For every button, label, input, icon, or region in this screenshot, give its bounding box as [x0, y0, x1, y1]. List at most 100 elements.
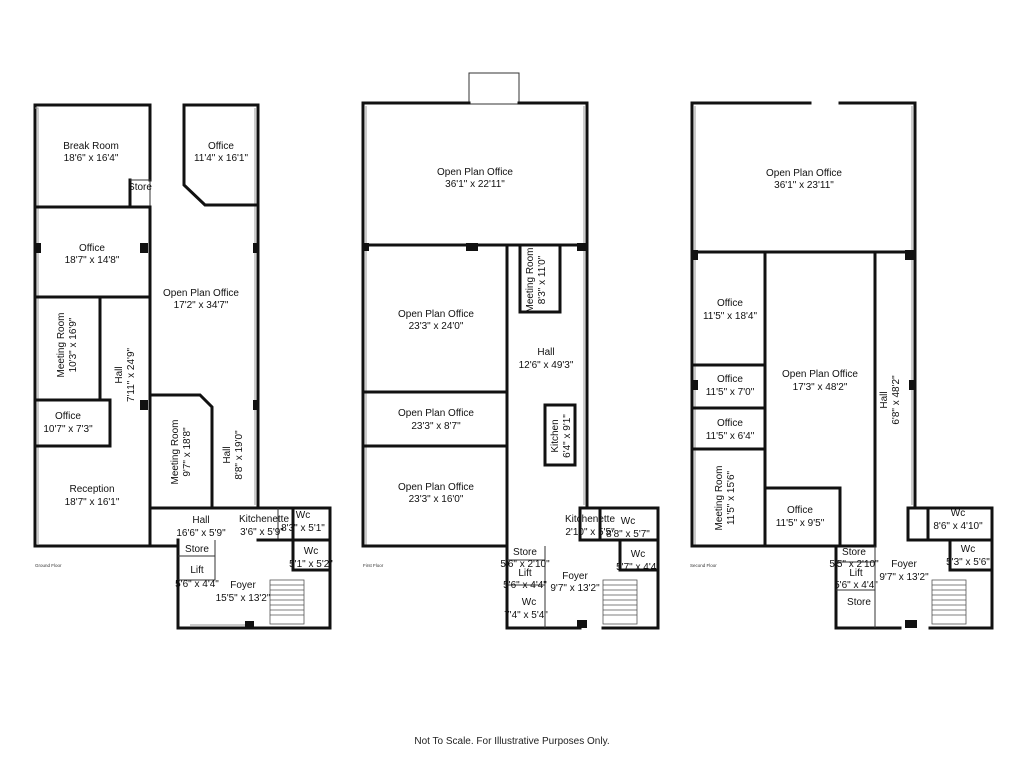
ff-column	[577, 620, 587, 628]
ff-room-name: Kitchen	[550, 419, 561, 452]
gf-wall	[291, 538, 332, 572]
gf-room-name: Meeting Room	[56, 312, 67, 377]
ff-room-name: Open Plan Office	[437, 167, 513, 178]
ff-wall	[518, 243, 562, 314]
ff-wall	[578, 506, 660, 630]
gf-room-name: Hall	[114, 366, 125, 383]
disclaimer-footer: Not To Scale. For Illustrative Purposes …	[414, 736, 610, 747]
sf-room-dims: 5'5" x 2'10"	[829, 559, 879, 570]
sf-room-dims: 5'6" x 4'4"	[834, 580, 878, 591]
ff-room-dims: 5'6" x 2'10"	[500, 559, 550, 570]
gf-room-name: Store	[185, 544, 209, 555]
gf-room-name: Hall	[222, 446, 233, 463]
first-floor-label: First Floor	[363, 563, 384, 568]
ff-column	[466, 243, 478, 251]
sf-column	[692, 380, 698, 390]
gf-column	[253, 400, 258, 410]
sf-wall	[906, 506, 994, 630]
gf-column	[245, 621, 254, 628]
gf-stairs	[269, 579, 305, 625]
ff-room-name: Kitchenette	[565, 514, 615, 525]
second-floor-plan: Open Plan Office 36'1" x 23'11" Office 1…	[690, 101, 994, 630]
ff-wall	[543, 403, 577, 467]
gf-room-name: Store	[128, 182, 152, 193]
gf-room-name: Foyer	[230, 580, 256, 591]
sf-column	[905, 620, 917, 628]
sf-room-name: Foyer	[891, 559, 917, 570]
ff-room-dims: 23'3" x 24'0"	[409, 321, 464, 332]
gf-room-dims: 5'6" x 4'4"	[175, 579, 219, 590]
ff-room-dims: 12'6" x 49'3"	[519, 360, 574, 371]
gf-room-dims: 8'8" x 19'0"	[234, 430, 245, 480]
gf-room-name: Office	[208, 141, 234, 152]
sf-room-dims: 36'1" x 23'11"	[774, 180, 834, 191]
ff-wall	[505, 544, 582, 630]
ff-room-name: Open Plan Office	[398, 482, 474, 493]
ground-floor-plan: Break Room 18'6" x 16'4" Office 11'4" x …	[33, 103, 333, 630]
sf-room-dims: 5'3" x 5'6"	[946, 557, 990, 568]
ff-room-name: Hall	[537, 347, 554, 358]
ff-room-name: Meeting Room	[525, 247, 536, 312]
gf-room-dims: 16'6" x 5'9"	[176, 528, 226, 539]
sf-wall	[834, 544, 902, 630]
gf-room-dims: 17'2" x 34'7"	[174, 300, 229, 311]
gf-room-name: Office	[55, 411, 81, 422]
sf-room-name: Store	[842, 547, 866, 558]
ff-column	[363, 243, 369, 251]
sf-column	[692, 250, 698, 260]
gf-room-name: Wc	[304, 546, 318, 557]
sf-room-dims: 11'5" x 15'6"	[726, 471, 737, 526]
ff-room-dims: 9'7" x 13'2"	[550, 583, 600, 594]
gf-room-name: Reception	[69, 484, 114, 495]
sf-room-name: Open Plan Office	[766, 168, 842, 179]
gf-wall	[130, 179, 151, 207]
ff-room-name: Open Plan Office	[398, 309, 474, 320]
sf-wall	[948, 538, 994, 572]
gf-wall	[33, 398, 112, 448]
gf-room-name: Wc	[296, 510, 310, 521]
sf-wall	[763, 486, 842, 548]
sf-room-dims: 9'7" x 13'2"	[879, 572, 929, 583]
gf-room-dims: 8'3" x 5'1"	[281, 523, 325, 534]
sf-room-dims: 11'5" x 7'0"	[706, 387, 755, 398]
gf-room-name: Break Room	[63, 141, 119, 152]
gf-room-name: Office	[79, 243, 105, 254]
sf-column	[905, 250, 915, 260]
gf-column	[140, 400, 148, 410]
second-floor-label: Second Floor	[690, 563, 717, 568]
gf-room-name: Lift	[190, 565, 204, 576]
ff-room-name: Foyer	[562, 571, 588, 582]
ff-room-dims: 23'3" x 16'0"	[409, 494, 464, 505]
gf-column	[140, 243, 148, 253]
ff-room-name: Lift	[518, 568, 532, 579]
ff-stairs	[602, 579, 638, 625]
sf-room-name: Office	[717, 374, 743, 385]
gf-wall	[148, 393, 214, 510]
ff-room-name: Wc	[522, 597, 536, 608]
gf-room-dims: 10'7" x 7'3"	[43, 424, 93, 435]
ff-room-dims: 36'1" x 22'11"	[445, 179, 505, 190]
first-floor-plan: Open Plan Office 36'1" x 22'11" Meeting …	[361, 72, 660, 630]
gf-wall	[256, 506, 332, 570]
sf-room-name: Office	[787, 505, 813, 516]
ff-room-dims: 8'3" x 11'0"	[537, 255, 548, 304]
gf-column	[253, 243, 258, 253]
sf-column	[909, 380, 915, 390]
ff-room-dims: 7'4" x 5'4"	[504, 610, 548, 621]
ground-floor-label: Ground Floor	[35, 563, 62, 568]
sf-room-name: Office	[717, 298, 743, 309]
sf-room-dims: 6'8" x 48'2"	[891, 375, 902, 425]
gf-wall	[182, 103, 260, 207]
sf-room-dims: 11'5" x 18'4"	[703, 311, 758, 322]
gf-room-dims: 11'4" x 16'1"	[194, 153, 249, 164]
ff-room-dims: 6'4" x 9'1"	[562, 414, 573, 458]
ff-column	[577, 243, 587, 251]
sf-room-name: Wc	[951, 508, 965, 519]
sf-room-name: Lift	[849, 568, 863, 579]
ff-wall	[618, 538, 660, 572]
sf-room-name: Hall	[879, 391, 890, 408]
ff-room-dims: 2'10" x 5'5"	[565, 527, 615, 538]
ff-room-name: Wc	[621, 516, 635, 527]
sf-room-dims: 8'6" x 4'10"	[933, 521, 983, 532]
ff-room-name: Open Plan Office	[398, 408, 474, 419]
